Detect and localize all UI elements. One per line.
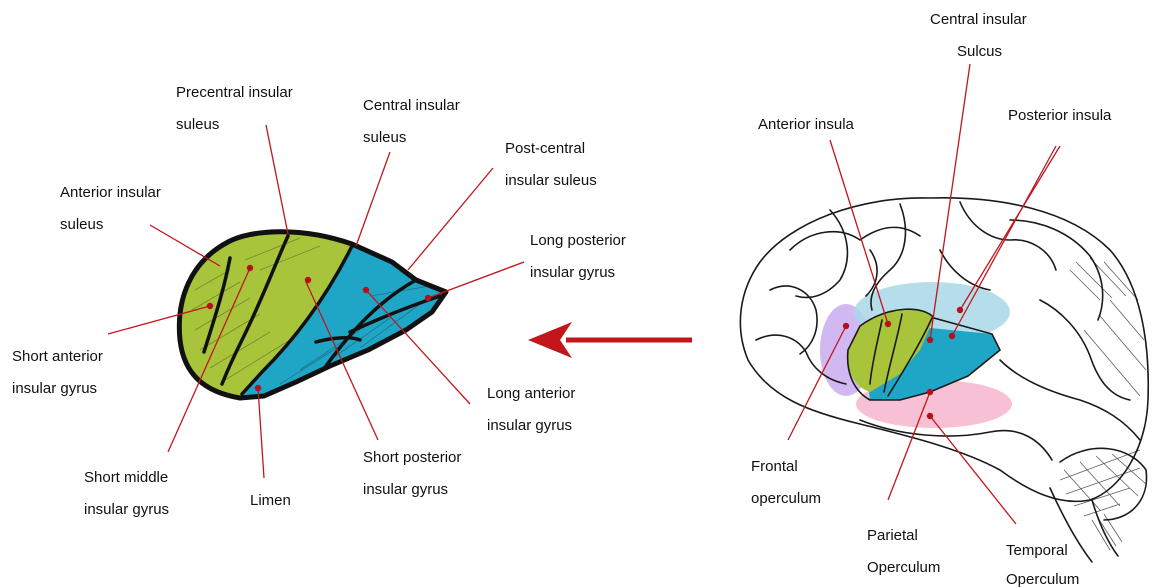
label-short-posterior-gyrus: Short posterior insular gyrus <box>363 449 466 498</box>
insula-detail-diagram <box>179 232 446 398</box>
label-anterior-sulcus: Anterior insular suleus <box>60 184 165 233</box>
label-parietal-operculum: Parietal Operculum <box>867 527 940 576</box>
label-short-middle-gyrus: Short middle insular gyrus <box>84 469 172 518</box>
label-posterior-insula: Posterior insula <box>1008 107 1112 124</box>
label-anterior-insula: Anterior insula <box>758 116 855 133</box>
arrow-head-icon <box>528 322 572 358</box>
label-limen: Limen <box>250 492 291 509</box>
label-frontal-operculum: Frontal operculum <box>751 458 821 507</box>
label-long-posterior-gyrus: Long posterior insular gyrus <box>530 232 630 281</box>
brain-illustration <box>740 198 1148 562</box>
label-postcentral-sulcus: Post-central insular suleus <box>505 140 597 189</box>
label-long-anterior-gyrus: Long anterior insular gyrus <box>487 385 580 434</box>
label-central-sulcus-right: Central insular Sulcus <box>930 11 1031 60</box>
label-short-anterior-gyrus: Short anterior insular gyrus <box>12 348 107 397</box>
label-central-sulcus-left: Central insular suleus <box>363 97 464 146</box>
direction-arrow <box>528 322 692 358</box>
label-precentral-sulcus: Precentral insular suleus <box>176 84 297 133</box>
label-temporal-operculum: Temporal Operculum <box>1006 542 1079 588</box>
